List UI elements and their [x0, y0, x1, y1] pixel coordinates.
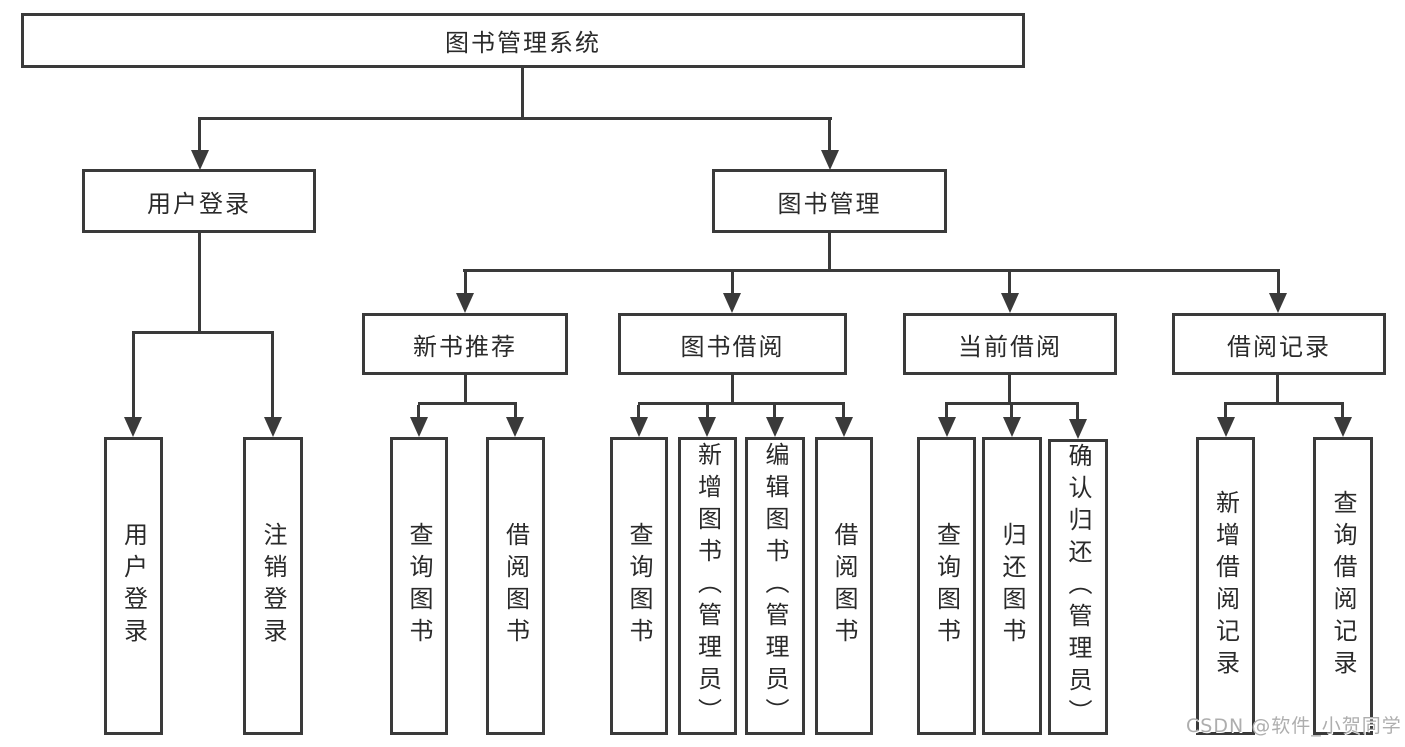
node-new-book-recommend: 新书推荐: [362, 313, 568, 375]
leaf-user-login: 用户登录: [104, 437, 163, 735]
arrow-down-icon: [1269, 293, 1287, 313]
connector-line: [132, 334, 135, 419]
connector-line: [1076, 405, 1079, 421]
arrow-down-icon: [456, 293, 474, 313]
csdn-watermark: CSDN @软件_小贺同学: [1186, 715, 1402, 737]
arrow-down-icon: [506, 417, 524, 437]
connector-line: [463, 269, 1280, 272]
connector-line: [945, 402, 1079, 405]
arrow-down-icon: [410, 417, 428, 437]
arrow-down-icon: [124, 417, 142, 437]
leaf-add-books-admin: 新增图书（管理员）: [678, 437, 737, 735]
connector-line: [828, 120, 831, 152]
connector-line: [132, 331, 274, 334]
arrow-down-icon: [630, 417, 648, 437]
node-book-management: 图书管理: [712, 169, 947, 233]
connector-line: [1276, 375, 1279, 405]
arrow-down-icon: [723, 293, 741, 313]
connector-line: [706, 405, 709, 419]
connector-line: [1008, 272, 1011, 295]
connector-line: [638, 402, 845, 405]
leaf-return-books: 归还图书: [982, 437, 1042, 735]
connector-line: [418, 402, 517, 405]
arrow-down-icon: [1001, 293, 1019, 313]
leaf-borrow-books-recommend: 借阅图书: [486, 437, 545, 735]
arrow-down-icon: [835, 417, 853, 437]
connector-line: [842, 405, 845, 419]
connector-line: [1341, 405, 1344, 419]
arrow-down-icon: [1217, 417, 1235, 437]
node-borrowing-records: 借阅记录: [1172, 313, 1386, 375]
connector-line: [417, 405, 420, 419]
leaf-query-books-current: 查询图书: [917, 437, 976, 735]
connector-line: [271, 334, 274, 419]
connector-line: [1224, 405, 1227, 419]
leaf-borrow-books: 借阅图书: [815, 437, 873, 735]
connector-line: [464, 272, 467, 295]
leaf-logout: 注销登录: [243, 437, 303, 735]
connector-line: [198, 117, 832, 120]
node-current-borrowing: 当前借阅: [903, 313, 1117, 375]
node-system-root: 图书管理系统: [21, 13, 1025, 68]
connector-line: [945, 405, 948, 419]
leaf-query-books-recommend: 查询图书: [390, 437, 448, 735]
connector-line: [198, 120, 201, 152]
leaf-query-books-borrow: 查询图书: [610, 437, 668, 735]
arrow-down-icon: [821, 150, 839, 170]
arrow-down-icon: [938, 417, 956, 437]
connector-line: [514, 405, 517, 419]
leaf-confirm-return-admin: 确认归还（管理员）: [1048, 439, 1108, 735]
connector-line: [637, 405, 640, 419]
arrow-down-icon: [191, 150, 209, 170]
arrow-down-icon: [1334, 417, 1352, 437]
connector-line: [464, 375, 467, 405]
connector-line: [198, 233, 201, 334]
leaf-add-borrow-record: 新增借阅记录: [1196, 437, 1255, 735]
leaf-query-borrow-record: 查询借阅记录: [1313, 437, 1373, 735]
connector-line: [731, 272, 734, 295]
connector-line: [731, 375, 734, 405]
arrow-down-icon: [766, 417, 784, 437]
arrow-down-icon: [264, 417, 282, 437]
node-book-borrowing: 图书借阅: [618, 313, 847, 375]
arrow-down-icon: [698, 417, 716, 437]
connector-line: [1224, 402, 1344, 405]
connector-line: [1008, 375, 1011, 405]
node-user-login: 用户登录: [82, 169, 316, 233]
arrow-down-icon: [1069, 419, 1087, 439]
connector-line: [828, 233, 831, 272]
arrow-down-icon: [1003, 417, 1021, 437]
connector-line: [773, 405, 776, 419]
leaf-edit-books-admin: 编辑图书（管理员）: [745, 437, 805, 735]
connector-line: [1277, 272, 1280, 295]
connector-line: [1010, 405, 1013, 419]
connector-line: [521, 68, 524, 120]
